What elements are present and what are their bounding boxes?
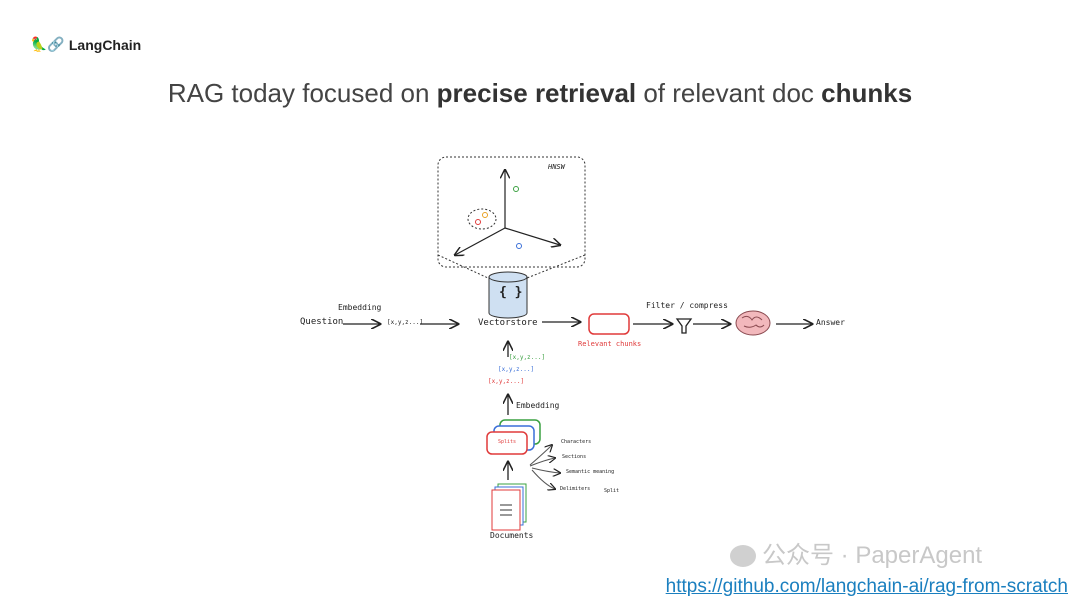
watermark-text: 公众号 · PaperAgent [762, 542, 983, 569]
github-link[interactable]: https://github.com/langchain-ai/rag-from… [665, 576, 1068, 597]
hnsw-label: HNSW [548, 163, 565, 171]
split-method: Characters [561, 439, 592, 445]
splits-label: Splits [498, 439, 517, 445]
flow-arrows [343, 322, 812, 480]
title-text: RAG today focused on [167, 78, 437, 108]
embedding-point [475, 219, 481, 225]
vectorstore-label: Vectorstore [478, 318, 538, 328]
watermark: 公众号 · PaperAgent [730, 542, 982, 570]
funnel-icon [675, 318, 693, 334]
embedding-point [516, 243, 522, 249]
brain-icon [735, 310, 771, 336]
title-bold: chunks [821, 78, 913, 108]
parrot-link-icon: 🦜🔗 [30, 36, 65, 52]
embedding-point [482, 212, 488, 218]
title-bold: precise retrieval [436, 78, 637, 108]
logo-text: LangChain [68, 36, 142, 53]
split-method: Semantic meaning [566, 469, 615, 475]
splits-card [486, 431, 528, 455]
question-label: Question [300, 317, 344, 327]
embedding-label: Embedding [338, 303, 382, 312]
documents-icon [491, 483, 527, 531]
relevant-chunks-box [588, 313, 630, 335]
wechat-icon [730, 545, 756, 567]
hnsw-box [437, 156, 586, 268]
documents-label: Documents [490, 531, 534, 540]
title-text: of relevant doc [636, 78, 822, 108]
query-vector: [x,y,z...] [387, 319, 424, 326]
braces-glyph: { } [499, 285, 523, 300]
embedding-label-bottom: Embedding [516, 401, 560, 410]
filter-compress-label: Filter / compress [646, 301, 728, 310]
axes-icon [455, 170, 560, 255]
cluster [467, 208, 497, 230]
vector-blue: [x,y,z...] [498, 366, 535, 373]
relevant-chunks-label: Relevant chunks [578, 340, 642, 348]
answer-label: Answer [816, 318, 845, 327]
split-method-arrows [529, 445, 560, 489]
embedding-point [513, 186, 519, 192]
langchain-logo: 🦜🔗 LangChain [30, 36, 141, 53]
hnsw-callout [437, 254, 586, 279]
vector-red: [x,y,z...] [488, 378, 525, 385]
split-method: Sections [562, 454, 587, 460]
vectorstore-icon [488, 271, 528, 319]
split-method: Delimiters [560, 486, 591, 492]
split-label: Split [604, 488, 620, 494]
slide-title: RAG today focused on precise retrieval o… [0, 78, 1080, 109]
vector-green: [x,y,z...] [509, 354, 546, 361]
